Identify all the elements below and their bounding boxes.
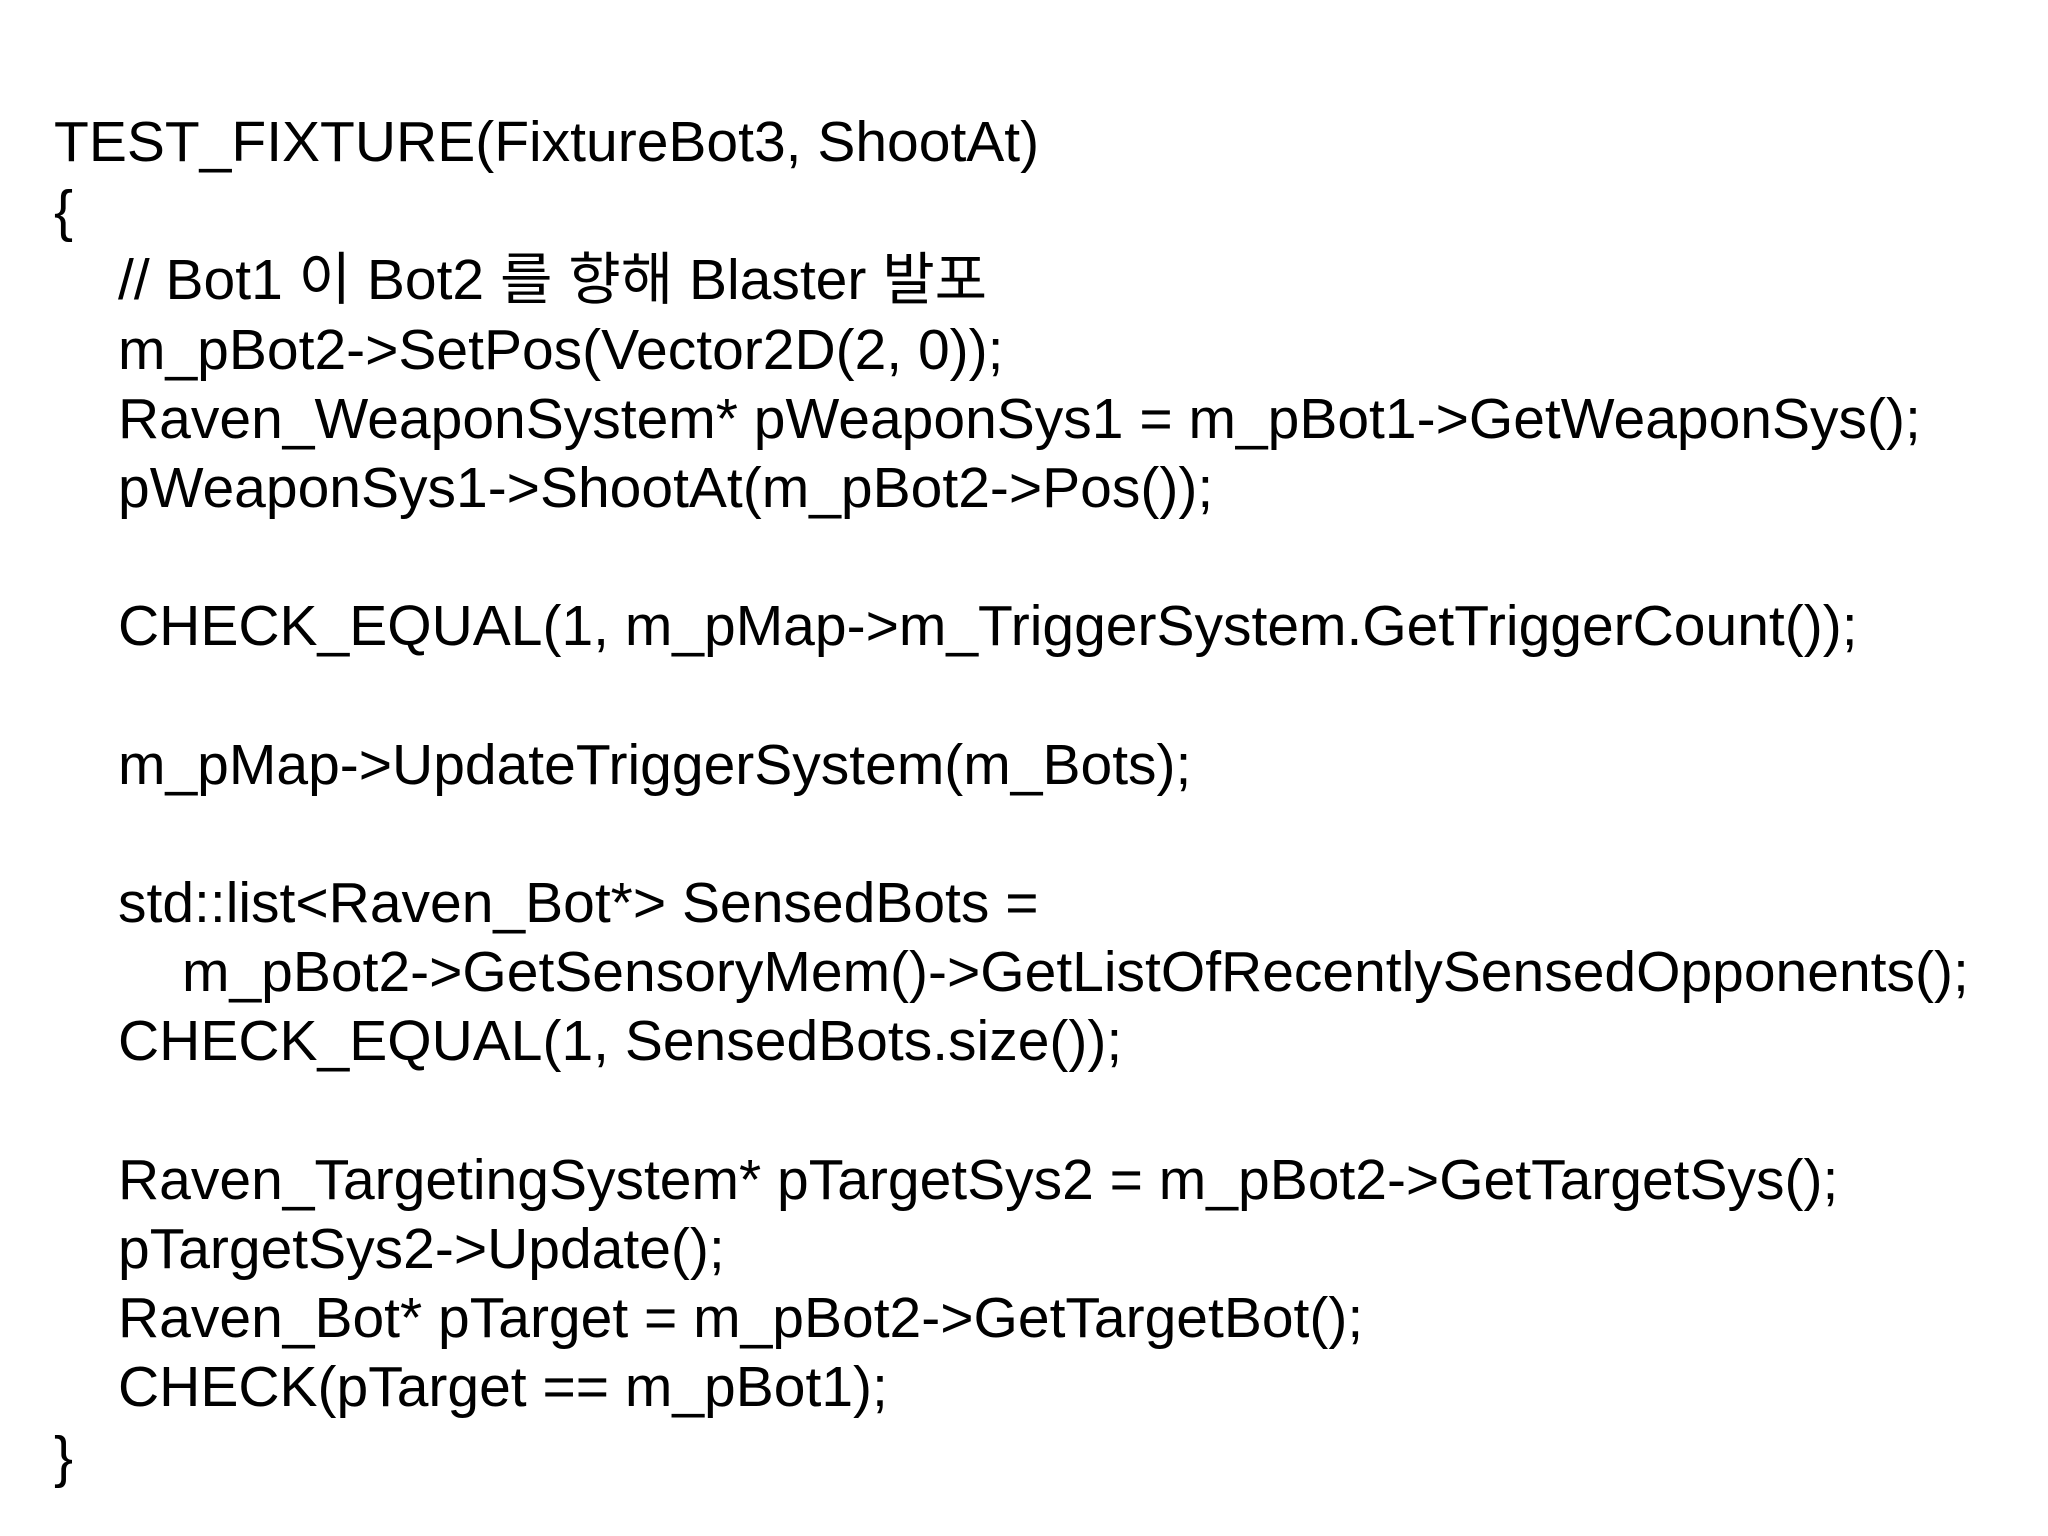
blank-code-line xyxy=(54,662,1969,731)
code-line: pTargetSys2->Update(); xyxy=(118,1217,725,1281)
code-line: Raven_TargetingSystem* pTargetSys2 = m_p… xyxy=(118,1147,1839,1212)
code-line: { xyxy=(54,179,74,244)
blank-code-line xyxy=(54,1077,1969,1146)
code-line: pWeaponSys1->ShootAt(m_pBot2->Pos()); xyxy=(118,455,1214,520)
code-line: m_pBot2->GetSensoryMem()->GetListOfRecen… xyxy=(182,940,1969,1005)
blank-code-line xyxy=(54,800,1969,869)
code-line: Raven_Bot* pTarget = m_pBot2->GetTargetB… xyxy=(118,1286,1364,1351)
code-line: CHECK_EQUAL(1, m_pMap->m_TriggerSystem.G… xyxy=(118,594,1858,659)
code-line: TEST_FIXTURE(FixtureBot3, ShootAt) xyxy=(54,110,1040,174)
code-line: m_pMap->UpdateTriggerSystem(m_Bots); xyxy=(118,732,1192,797)
blank-code-line xyxy=(54,523,1969,592)
code-line: m_pBot2->SetPos(Vector2D(2, 0)); xyxy=(118,317,1004,382)
code-line: Raven_WeaponSystem* pWeaponSys1 = m_pBot… xyxy=(118,386,1921,451)
code-line: CHECK_EQUAL(1, SensedBots.size()); xyxy=(118,1009,1123,1074)
code-line: std::list<Raven_Bot*> SensedBots = xyxy=(118,871,1039,936)
code-listing: TEST_FIXTURE(FixtureBot3, ShootAt){ // Bo… xyxy=(54,108,1969,1492)
code-line: } xyxy=(54,1424,74,1489)
code-line: CHECK(pTarget == m_pBot1); xyxy=(118,1355,888,1420)
code-line: // Bot1 이 Bot2 를 향해 Blaster 발포 xyxy=(118,248,988,313)
